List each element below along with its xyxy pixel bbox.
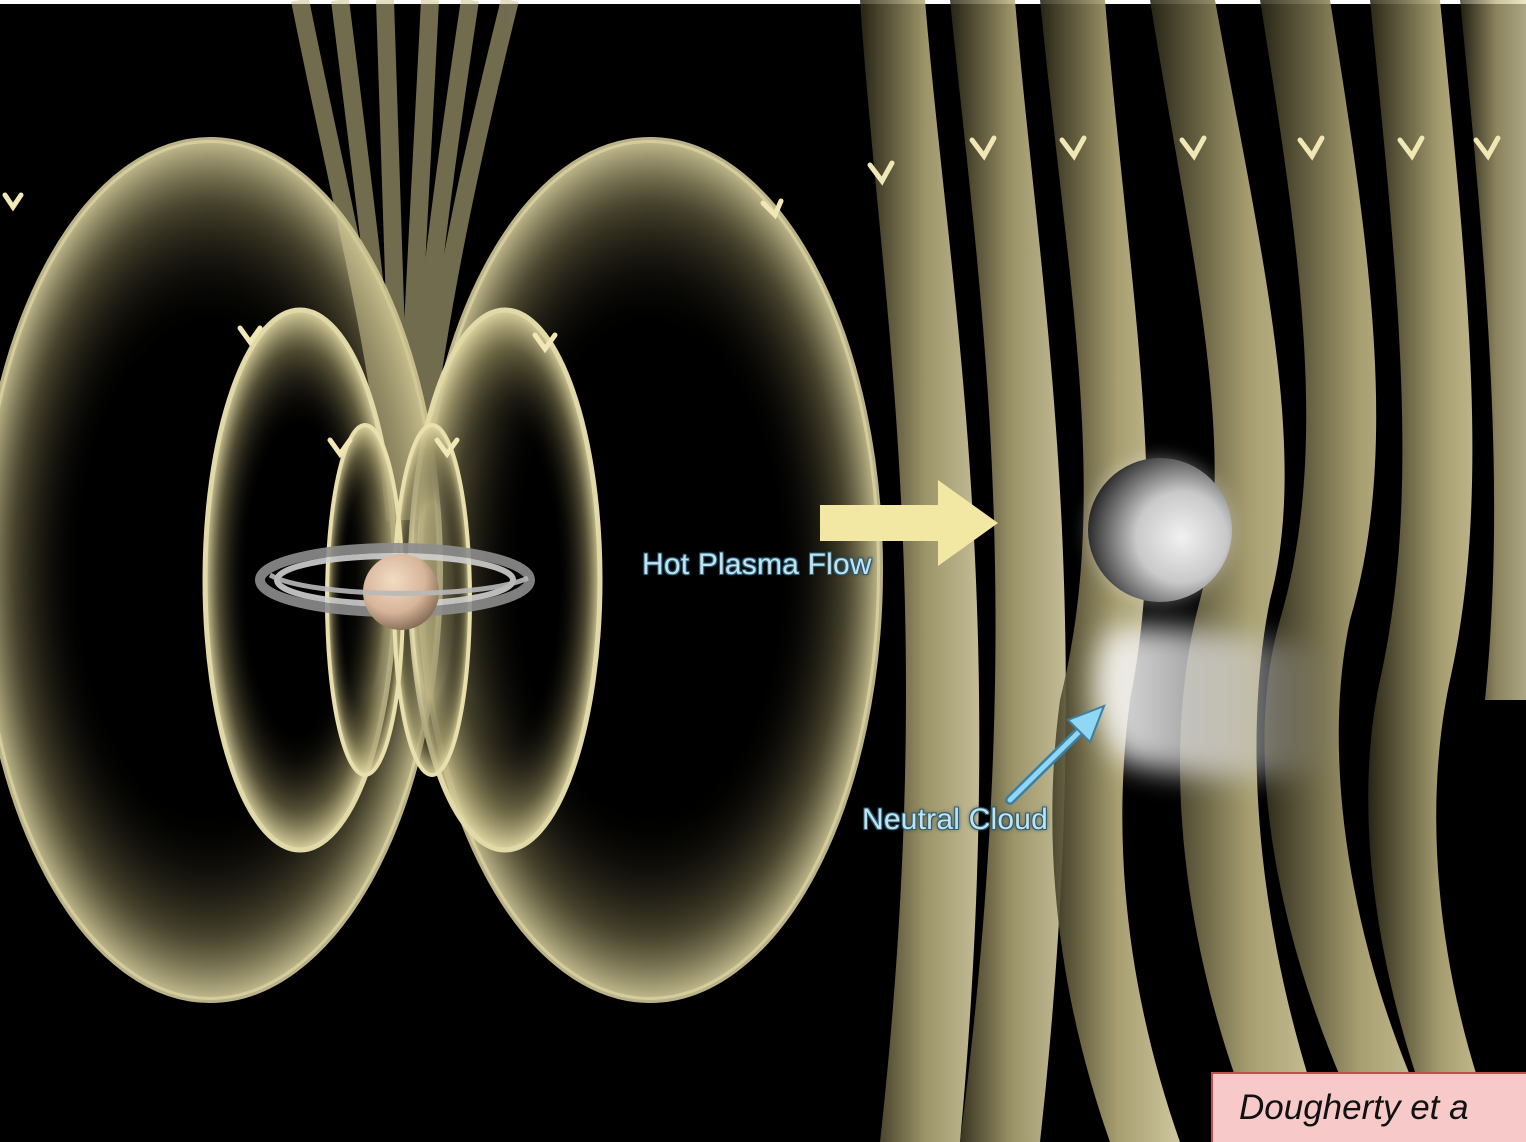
neutral-cloud-label: Neutral Cloud bbox=[862, 803, 1048, 837]
citation-box: Dougherty et a bbox=[1211, 1072, 1526, 1142]
hot-plasma-flow-label: Hot Plasma Flow bbox=[642, 548, 872, 582]
